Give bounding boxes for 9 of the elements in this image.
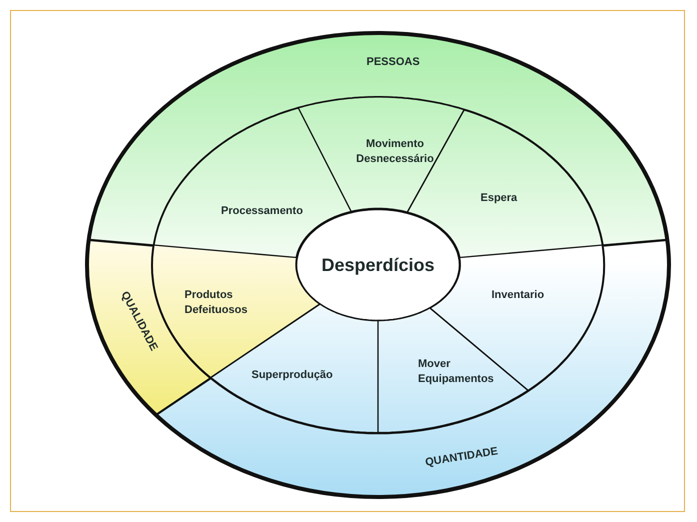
segment-label: Processamento [220, 204, 303, 220]
segment-label: Mover Equipamentos [418, 356, 495, 387]
segment-label: Inventario [491, 288, 544, 304]
segment-label: Superprodução [251, 368, 333, 384]
segment-label: PESSOAS [366, 54, 420, 70]
center-label: Desperdícios [322, 254, 435, 276]
segment-label: Produtos Defeituosos [184, 288, 248, 318]
segment-label: Espera [480, 191, 518, 206]
segment-label: Movimento Desnecessário [355, 137, 435, 167]
